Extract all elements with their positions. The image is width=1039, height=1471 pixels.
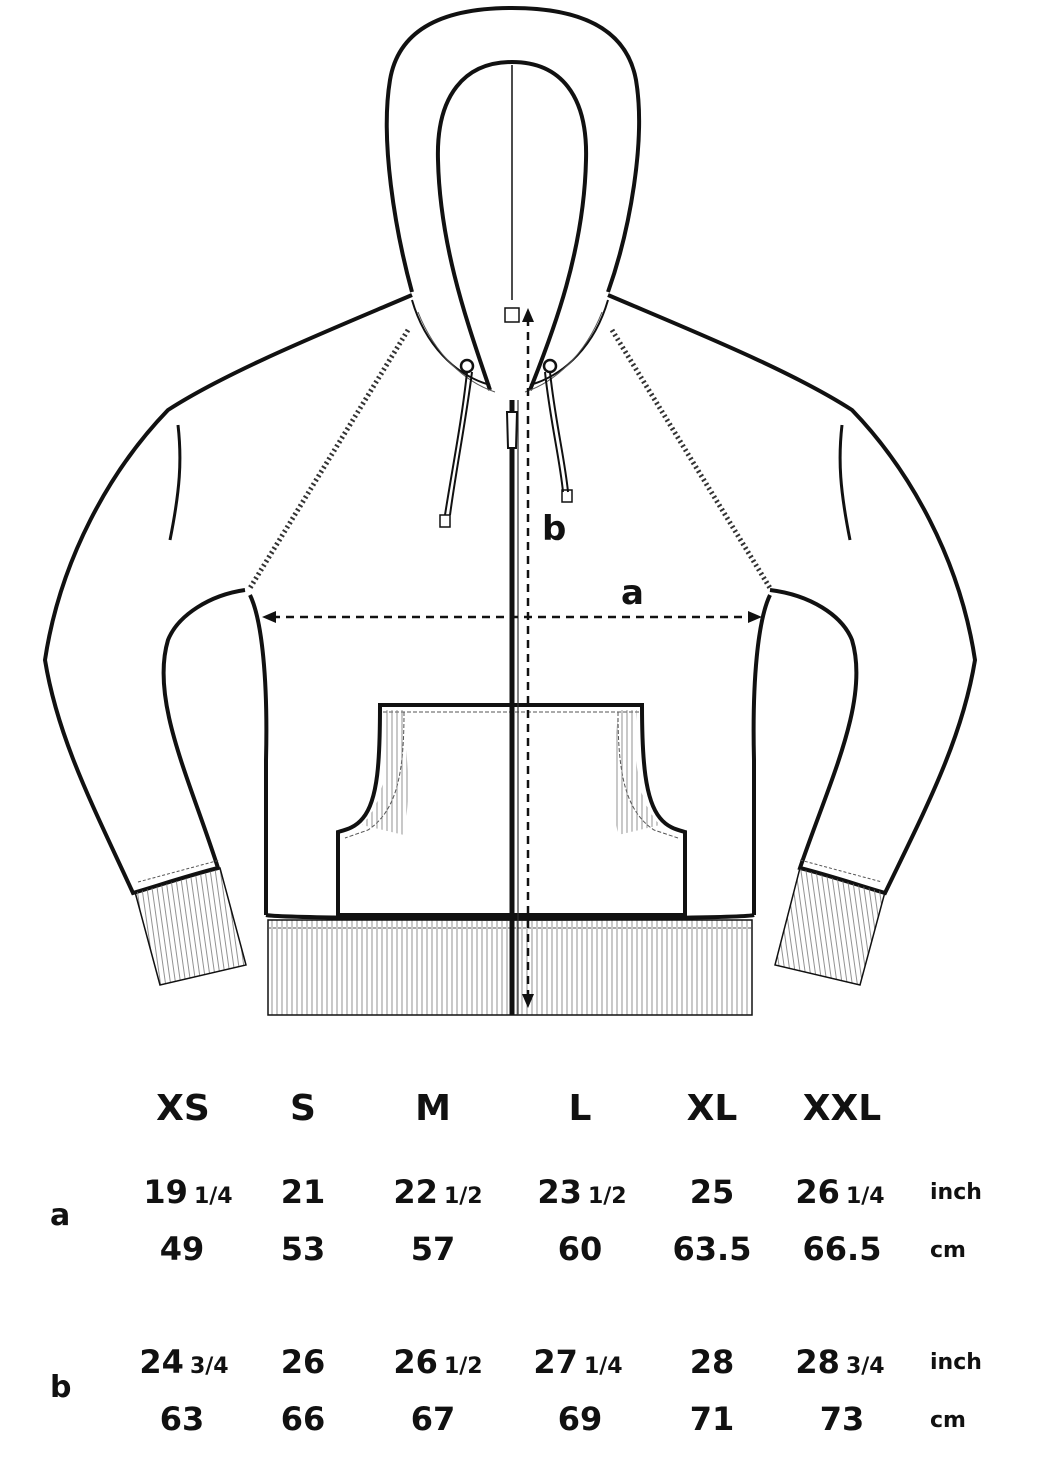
table-cell: 25 — [689, 1173, 735, 1211]
row-letter-a: a — [50, 1198, 71, 1233]
size-header-l: L — [568, 1088, 592, 1129]
kangaroo-pocket — [336, 703, 687, 917]
table-cell: 60 — [557, 1230, 603, 1268]
table-cell: 71 — [689, 1400, 735, 1438]
unit-inch: inch — [930, 1350, 982, 1375]
table-cell: 69 — [557, 1400, 603, 1438]
right-cuff — [774, 867, 886, 986]
table-cell: 66 — [280, 1400, 326, 1438]
table-cell: 53 — [280, 1230, 326, 1268]
table-cell: 21 — [280, 1173, 326, 1211]
table-cell: 28 — [689, 1343, 735, 1381]
unit-cm: cm — [930, 1408, 966, 1433]
row-letter-b: b — [50, 1370, 72, 1405]
size-header-xl: XL — [686, 1088, 738, 1129]
size-header-xxl: XXL — [802, 1088, 882, 1129]
size-header-xs: XS — [156, 1088, 210, 1129]
table-cell: 73 — [819, 1400, 865, 1438]
table-cell: 63.5 — [672, 1230, 752, 1268]
table-cell: 67 — [410, 1400, 456, 1438]
measure-b-label: b — [542, 509, 567, 549]
hood-outline — [384, 5, 642, 293]
table-cell: 26 — [280, 1343, 326, 1381]
unit-inch: inch — [930, 1180, 982, 1205]
measure-a-label: a — [621, 573, 644, 613]
table-cell: 57 — [410, 1230, 456, 1268]
table-cell: 63 — [159, 1400, 205, 1438]
table-cell: 49 — [159, 1230, 205, 1268]
table-cell: 66.5 — [802, 1230, 882, 1268]
unit-cm: cm — [930, 1238, 966, 1263]
size-header-s: S — [290, 1088, 316, 1129]
hood-opening — [435, 59, 589, 391]
left-cuff — [134, 867, 247, 986]
right-sleeve — [607, 293, 978, 896]
size-header-m: M — [415, 1088, 451, 1129]
left-sleeve — [42, 293, 413, 896]
hoodie-diagram — [42, 5, 978, 1016]
